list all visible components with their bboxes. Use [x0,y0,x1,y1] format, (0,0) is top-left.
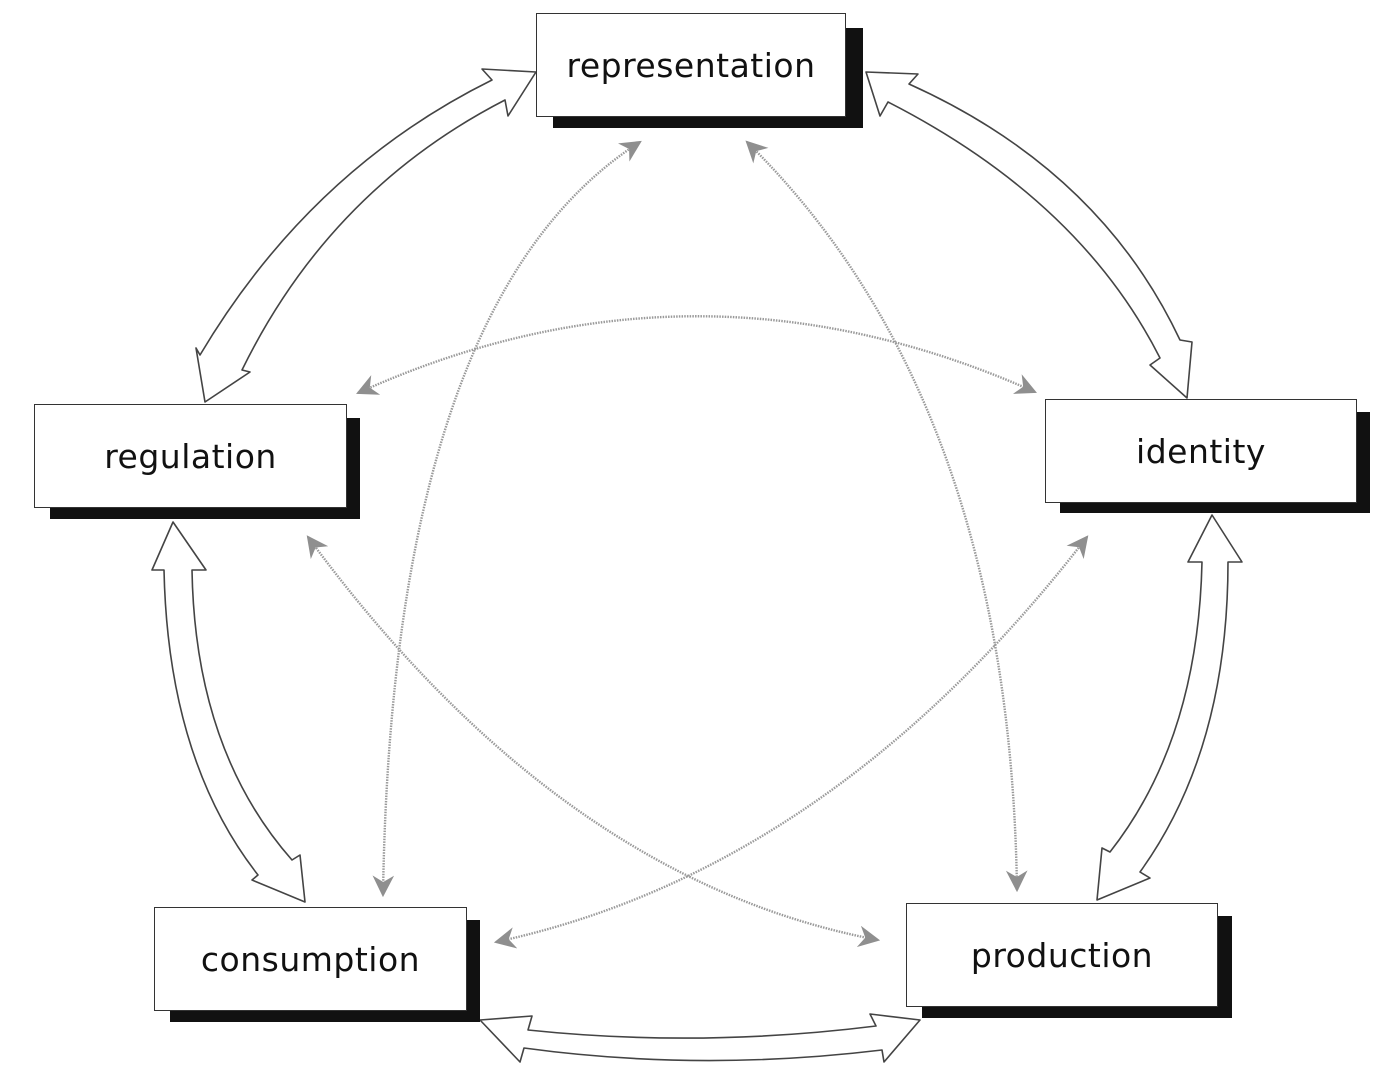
node-regulation-label: regulation [104,436,277,476]
inner-arrows [306,140,1089,949]
arrow-consumption-production [479,1013,921,1063]
arrow-identity-consumption [493,535,1089,949]
outer-arrows [151,68,1243,1063]
arrow-representation-production [745,140,1028,893]
node-production: production [906,903,1218,1007]
node-identity: identity [1045,399,1357,503]
node-consumption-label: consumption [200,939,421,979]
arrow-regulation-production [306,535,881,947]
arrow-regulation-consumption [151,521,306,903]
node-production-label: production [970,935,1154,975]
arrow-representation-identity [865,71,1193,399]
arrow-representation-consumption [372,140,642,898]
arrow-regulation-identity [356,315,1037,395]
node-identity-label: identity [1136,431,1266,471]
arrow-identity-production [1096,514,1243,901]
node-regulation: regulation [34,404,347,508]
node-consumption: consumption [154,907,467,1011]
node-representation: representation [536,13,846,117]
arrow-representation-regulation [195,68,537,403]
node-representation-label: representation [566,45,816,85]
